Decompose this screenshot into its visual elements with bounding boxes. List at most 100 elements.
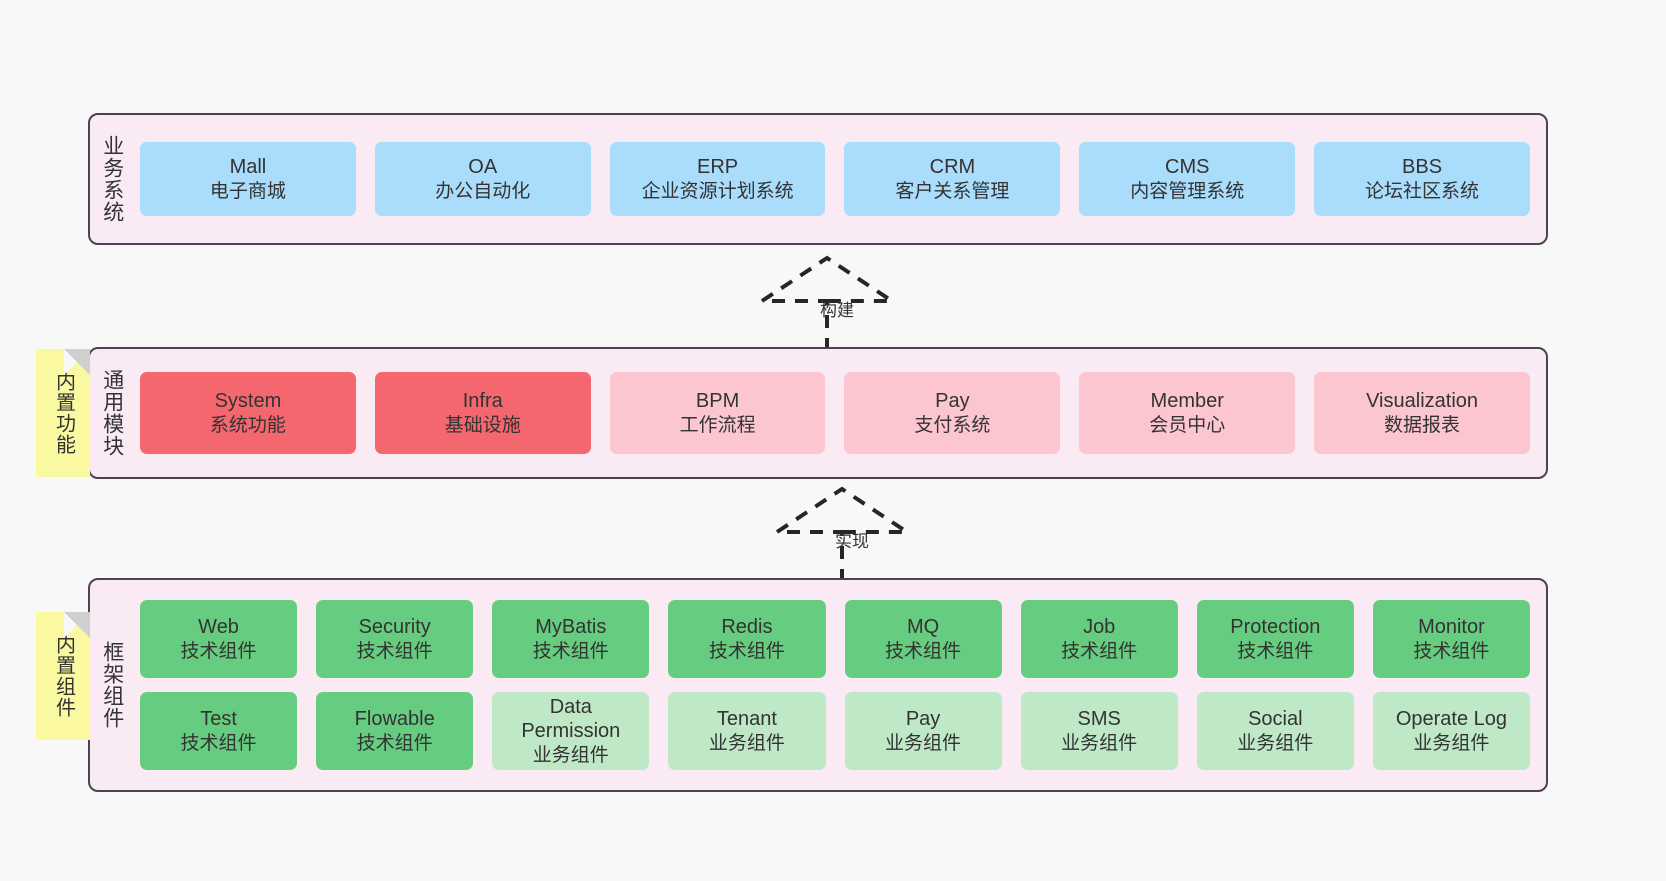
node-system[interactable]: System 系统功能 <box>140 372 356 454</box>
node-subtitle: 技术组件 <box>356 732 433 754</box>
node-pay-business[interactable]: Pay 业务组件 <box>844 692 1002 770</box>
node-crm[interactable]: CRM 客户关系管理 <box>844 142 1061 216</box>
node-bbs[interactable]: BBS 论坛社区系统 <box>1314 142 1530 216</box>
node-monitor[interactable]: Monitor 技术组件 <box>1372 600 1530 678</box>
node-row: System 系统功能 Infra 基础设施 BPM 工作流程 Pay 支付系统… <box>140 372 1530 454</box>
layer-body-business-systems: Mall 电子商城 OA 办公自动化 ERP 企业资源计划系统 CRM 客户关系… <box>134 115 1546 243</box>
node-redis[interactable]: Redis 技术组件 <box>668 600 826 678</box>
node-erp[interactable]: ERP 企业资源计划系统 <box>609 142 826 216</box>
node-title: Data Permission <box>521 696 621 743</box>
implement-arrow-label: 实现 <box>835 532 869 551</box>
node-title: BPM <box>695 390 740 413</box>
note-builtin-components: 内置组件 <box>36 612 90 740</box>
node-subtitle: 电子商城 <box>209 180 286 202</box>
node-subtitle: 技术组件 <box>1413 640 1490 662</box>
node-subtitle: 客户关系管理 <box>895 180 1010 202</box>
node-subtitle: 技术组件 <box>1237 640 1314 662</box>
node-subtitle: 系统功能 <box>209 414 286 436</box>
build-arrow: 构建 <box>742 255 942 356</box>
node-title: BBS <box>1402 156 1443 179</box>
node-title: Member <box>1150 390 1224 413</box>
node-security[interactable]: Security 技术组件 <box>316 600 474 678</box>
node-subtitle: 技术组件 <box>180 732 257 754</box>
layer-title-framework-components: 框架组件 <box>100 641 124 729</box>
node-web[interactable]: Web 技术组件 <box>140 600 298 678</box>
layer-framework-components: 框架组件 Web 技术组件 Security 技术组件 MyBatis 技术组件… <box>88 578 1548 792</box>
node-title: Pay <box>905 708 941 731</box>
layer-title-common-modules: 通用模块 <box>100 369 124 457</box>
node-tenant[interactable]: Tenant 业务组件 <box>668 692 826 770</box>
node-mybatis[interactable]: MyBatis 技术组件 <box>492 600 650 678</box>
node-visualization[interactable]: Visualization 数据报表 <box>1314 372 1530 454</box>
node-subtitle: 支付系统 <box>914 414 991 436</box>
node-title: CRM <box>929 156 976 179</box>
node-title: Visualization <box>1366 390 1479 413</box>
node-subtitle: 论坛社区系统 <box>1365 180 1480 202</box>
node-social[interactable]: Social 业务组件 <box>1196 692 1354 770</box>
node-subtitle: 业务组件 <box>1237 732 1314 754</box>
node-title: Test <box>200 708 237 731</box>
node-title: Infra <box>462 390 503 413</box>
layer-common-modules: 通用模块 System 系统功能 Infra 基础设施 BPM 工作流程 Pay… <box>88 347 1548 479</box>
node-title: MyBatis <box>535 616 607 639</box>
node-title: Mall <box>229 156 267 179</box>
node-title: Job <box>1083 616 1116 639</box>
node-subtitle: 业务组件 <box>532 744 609 766</box>
node-title: OA <box>468 156 498 179</box>
node-title: Flowable <box>354 708 435 731</box>
node-job[interactable]: Job 技术组件 <box>1020 600 1178 678</box>
node-subtitle: 技术组件 <box>1061 640 1138 662</box>
node-pay[interactable]: Pay 支付系统 <box>844 372 1061 454</box>
node-subtitle: 业务组件 <box>1413 732 1490 754</box>
node-subtitle: 技术组件 <box>885 640 962 662</box>
node-subtitle: 企业资源计划系统 <box>641 180 794 202</box>
node-protection[interactable]: Protection 技术组件 <box>1196 600 1354 678</box>
node-data-permission[interactable]: Data Permission 业务组件 <box>492 692 650 770</box>
node-title: Operate Log <box>1395 708 1508 731</box>
build-arrow-label: 构建 <box>820 301 854 320</box>
layer-title-business-systems: 业务系统 <box>100 135 124 223</box>
node-subtitle: 业务组件 <box>885 732 962 754</box>
note-builtin-functions: 内置功能 <box>36 349 90 477</box>
node-sms[interactable]: SMS 业务组件 <box>1020 692 1178 770</box>
node-title: Social <box>1248 708 1303 731</box>
node-subtitle: 办公自动化 <box>435 180 531 202</box>
node-member[interactable]: Member 会员中心 <box>1079 372 1296 454</box>
node-title: Security <box>358 616 431 639</box>
node-infra[interactable]: Infra 基础设施 <box>374 372 591 454</box>
layer-body-framework-components: Web 技术组件 Security 技术组件 MyBatis 技术组件 Redi… <box>134 580 1546 790</box>
node-mall[interactable]: Mall 电子商城 <box>140 142 356 216</box>
node-subtitle: 业务组件 <box>1061 732 1138 754</box>
layer-body-common-modules: System 系统功能 Infra 基础设施 BPM 工作流程 Pay 支付系统… <box>134 349 1546 477</box>
node-subtitle: 技术组件 <box>708 640 785 662</box>
node-bpm[interactable]: BPM 工作流程 <box>609 372 826 454</box>
layer-business-systems: 业务系统 Mall 电子商城 OA 办公自动化 ERP 企业资源计划系统 CRM… <box>88 113 1548 245</box>
node-subtitle: 基础设施 <box>444 414 521 436</box>
node-row: Test 技术组件 Flowable 技术组件 Data Permission … <box>140 692 1530 770</box>
node-subtitle: 技术组件 <box>532 640 609 662</box>
node-cms[interactable]: CMS 内容管理系统 <box>1079 142 1296 216</box>
node-title: MQ <box>906 616 940 639</box>
node-subtitle: 工作流程 <box>679 414 756 436</box>
node-title: Tenant <box>716 708 777 731</box>
node-oa[interactable]: OA 办公自动化 <box>374 142 591 216</box>
implement-arrow: 实现 <box>757 486 957 587</box>
node-test[interactable]: Test 技术组件 <box>140 692 298 770</box>
node-flowable[interactable]: Flowable 技术组件 <box>316 692 474 770</box>
node-title: SMS <box>1077 708 1121 731</box>
node-title: System <box>214 390 282 413</box>
node-title: Pay <box>935 390 970 413</box>
node-subtitle: 技术组件 <box>180 640 257 662</box>
node-title: CMS <box>1165 156 1210 179</box>
node-subtitle: 业务组件 <box>708 732 785 754</box>
node-subtitle: 技术组件 <box>356 640 433 662</box>
node-mq[interactable]: MQ 技术组件 <box>844 600 1002 678</box>
node-title: Protection <box>1230 616 1321 639</box>
node-operate-log[interactable]: Operate Log 业务组件 <box>1372 692 1530 770</box>
node-subtitle: 数据报表 <box>1384 414 1461 436</box>
node-subtitle: 会员中心 <box>1149 414 1226 436</box>
node-title: Web <box>198 616 239 639</box>
node-row: Mall 电子商城 OA 办公自动化 ERP 企业资源计划系统 CRM 客户关系… <box>140 142 1530 216</box>
node-subtitle: 内容管理系统 <box>1130 180 1245 202</box>
